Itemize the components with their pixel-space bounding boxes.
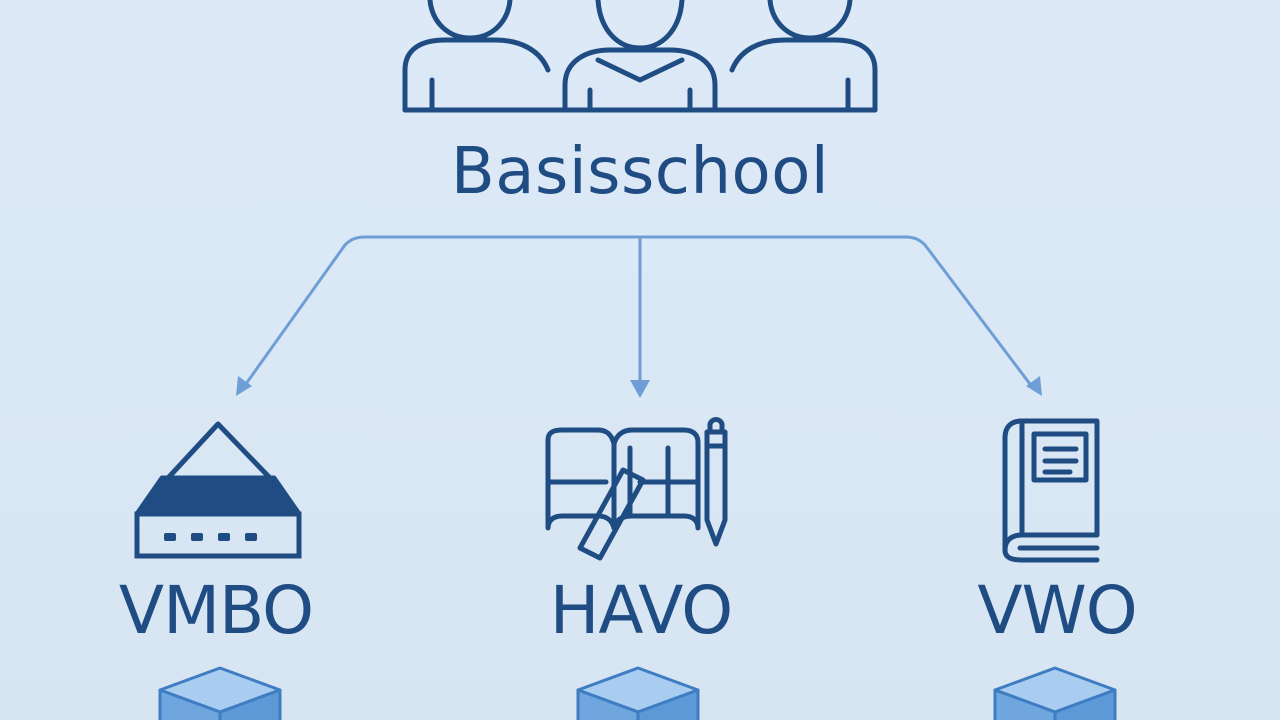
level-label-havo: HAVO	[549, 572, 733, 649]
level-label-vwo: VWO	[977, 572, 1137, 649]
students-group-icon	[402, 0, 878, 113]
cube-icon-vmbo	[158, 666, 282, 720]
workshop-building-icon	[134, 421, 302, 559]
root-node-label: Basisschool	[450, 135, 830, 209]
arrow-to-vmbo	[241, 235, 642, 390]
textbook-icon	[1002, 418, 1100, 563]
arrow-to-vwo	[638, 235, 1035, 390]
connector-arrows	[241, 235, 1035, 394]
arrowheads	[236, 376, 1042, 398]
arrowhead-havo	[630, 380, 650, 398]
arrowhead-vmbo	[236, 376, 252, 396]
cube-icon-vwo	[993, 666, 1117, 720]
level-label-vmbo: VMBO	[118, 572, 314, 649]
cube-icon-havo	[576, 666, 700, 720]
book-and-pencil-icon	[545, 417, 728, 561]
arrowhead-vwo	[1026, 376, 1042, 396]
